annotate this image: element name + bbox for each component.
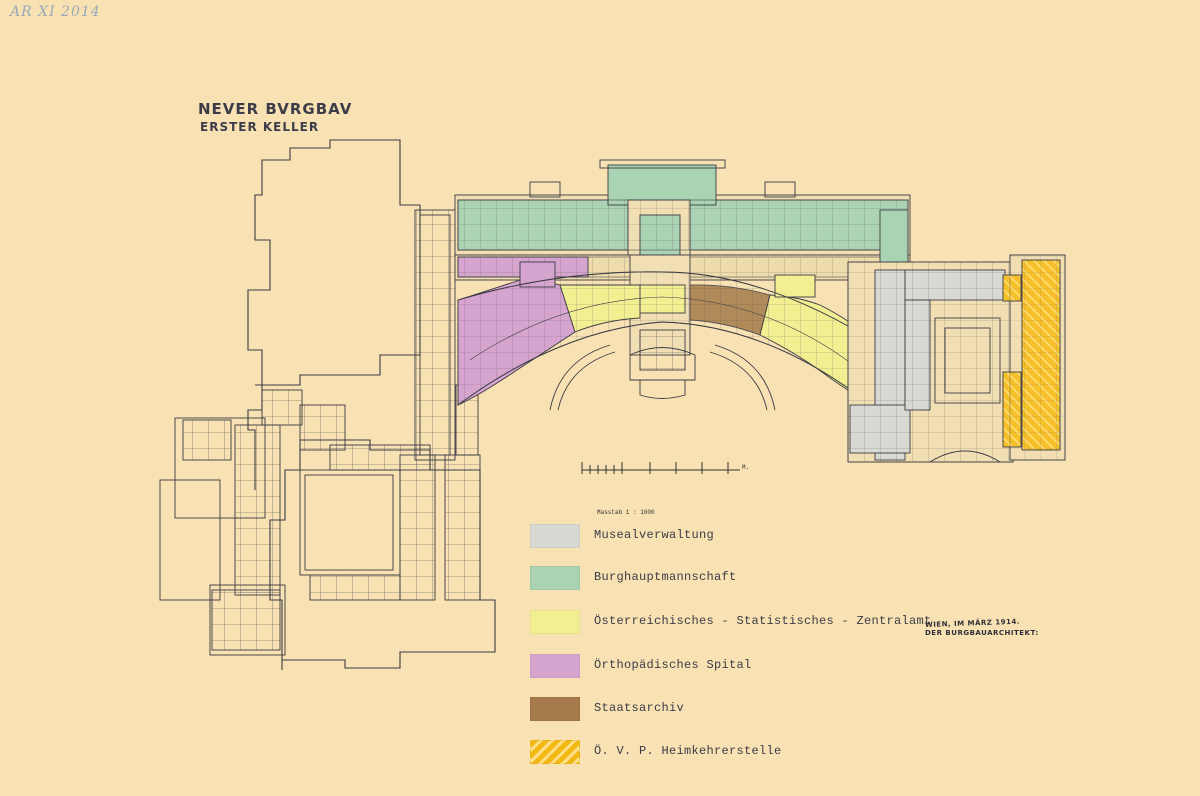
legend-swatch-staatsarchiv (530, 697, 580, 721)
plan-title-line2: ERSTER KELLER (200, 120, 320, 134)
east-wing-heimkehrer (1002, 254, 1066, 461)
legend-swatch-orthopaedisches-spital (530, 654, 580, 678)
legend-item-musealverwaltung: Musealverwaltung (530, 524, 1050, 550)
legend-swatch-burghauptmannschaft (530, 566, 580, 590)
legend-label-orthopaedisches-spital: Örthopädisches Spital (594, 658, 752, 672)
legend-item-heimkehrerstelle: Ö. V. P. Heimkehrerstelle (530, 740, 1050, 766)
old-court-complex (159, 389, 481, 656)
signature-role: DER BURGBAUARCHITEKT: (925, 629, 1039, 637)
legend-item-burghauptmannschaft: Burghauptmannschaft (530, 566, 1050, 592)
scale-bar (581, 462, 740, 474)
legend-item-orthopaedisches-spital: Örthopädisches Spital (530, 654, 1050, 680)
scale-end-label: M. (742, 464, 749, 471)
legend-label-burghauptmannschaft: Burghauptmannschaft (594, 570, 737, 584)
archive-mark: AR XI 2014 (10, 4, 101, 20)
garden-ramps (549, 344, 776, 411)
legend-item-statistisches-zentralamt: Österreichisches - Statistisches - Zentr… (530, 610, 1050, 636)
legend-label-statistisches-zentralamt: Österreichisches - Statistisches - Zentr… (594, 614, 932, 628)
west-connecting-wing (414, 209, 479, 461)
plan-title-line1: NEVER BVRGBAV (198, 100, 353, 118)
legend-item-staatsarchiv: Staatsarchiv (530, 697, 1050, 723)
scale-caption: Masstab 1 : 1000 (597, 509, 655, 516)
east-block (847, 261, 1014, 463)
legend-swatch-musealverwaltung (530, 524, 580, 548)
legend-swatch-statistisches-zentralamt (530, 610, 580, 634)
north-tract (454, 159, 911, 256)
legend-label-staatsarchiv: Staatsarchiv (594, 701, 685, 715)
architect-signature: WIEN, IM MÄRZ 1914. DER BURGBAUARCHITEKT… (925, 618, 1039, 638)
legend-swatch-heimkehrerstelle (530, 740, 580, 764)
legend-label-musealverwaltung: Musealverwaltung (594, 528, 715, 542)
legend-label-heimkehrerstelle: Ö. V. P. Heimkehrerstelle (594, 744, 782, 758)
plan-title: NEVER BVRGBAV ERSTER KELLER (198, 100, 352, 134)
